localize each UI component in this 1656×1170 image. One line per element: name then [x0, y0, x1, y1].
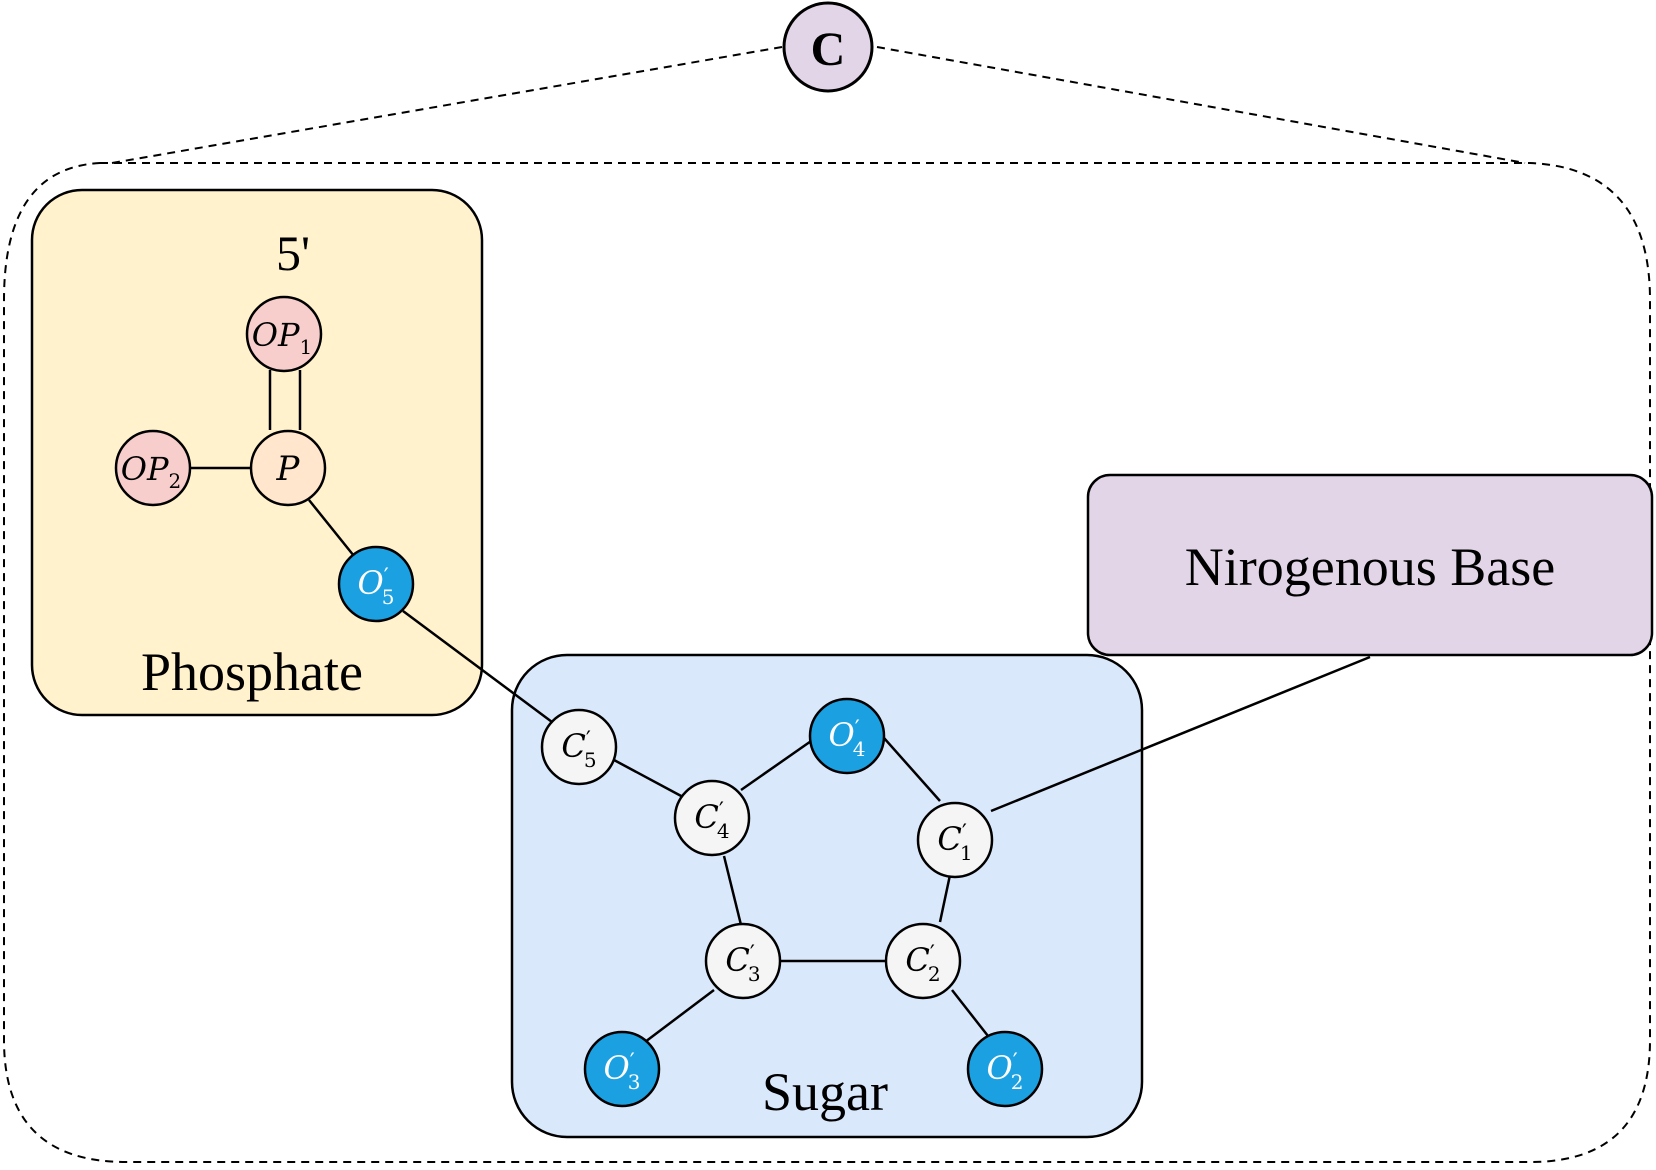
sugar-group — [510, 653, 1144, 1139]
sugar-label: Sugar — [762, 1062, 888, 1122]
svg-text:P: P — [276, 449, 301, 489]
bond-o5-c5 — [402, 609, 553, 724]
svg-text:C′2: C′2 — [905, 941, 940, 986]
svg-text:O′3: O′3 — [604, 1049, 641, 1094]
atom-o5-prime: O′5 — [337, 545, 415, 623]
atom-c1-prime: C′1 — [916, 801, 994, 879]
atom-o3-prime: O′3 — [583, 1030, 661, 1108]
svg-text:C′1: C′1 — [937, 820, 972, 865]
bond-c4-c3 — [722, 855, 744, 930]
atom-op2: OP2 — [114, 429, 192, 507]
nucleotide-dashed-boundary — [3, 162, 1651, 1163]
five-prime-label: 5' — [276, 225, 310, 281]
svg-text:C′5: C′5 — [561, 727, 596, 772]
svg-text:OP1: OP1 — [252, 316, 313, 359]
atom-p: P — [249, 429, 327, 507]
nitrogenous-base-group — [1086, 473, 1654, 657]
root-link-left — [111, 46, 783, 164]
svg-text:O′5: O′5 — [358, 564, 395, 609]
svg-text:C′4: C′4 — [694, 798, 729, 843]
svg-text:O′2: O′2 — [987, 1049, 1024, 1094]
atom-c5-prime: C′5 — [540, 708, 618, 786]
phosphate-label: Phosphate — [141, 642, 363, 702]
nitrogenous-base-label: Nirogenous Base — [1185, 537, 1555, 597]
root-node — [782, 1, 874, 93]
root-link-right — [876, 46, 1526, 164]
bond-c2-o2 — [951, 989, 989, 1037]
atom-op1: OP1 — [245, 295, 323, 373]
bond-c1-base — [990, 655, 1371, 813]
bond-c1-c2 — [938, 874, 952, 923]
atom-o4-prime: O′4 — [808, 697, 886, 775]
bonds — [191, 370, 1371, 1046]
bond-o4-c1 — [883, 737, 941, 802]
bond-c3-o3 — [640, 989, 715, 1046]
svg-text:OP2: OP2 — [121, 450, 182, 493]
svg-text:C′3: C′3 — [725, 941, 760, 986]
root-node-label: C — [811, 23, 846, 76]
bond-c5-c4 — [613, 758, 684, 799]
bond-c4-o4 — [740, 737, 815, 792]
atom-c3-prime: C′3 — [704, 922, 782, 1000]
atom-o2-prime: O′2 — [966, 1030, 1044, 1108]
svg-text:O′4: O′4 — [829, 716, 866, 761]
bond-p-o5 — [308, 499, 355, 557]
atom-c2-prime: C′2 — [884, 922, 962, 1000]
atom-c4-prime: C′4 — [673, 779, 751, 857]
